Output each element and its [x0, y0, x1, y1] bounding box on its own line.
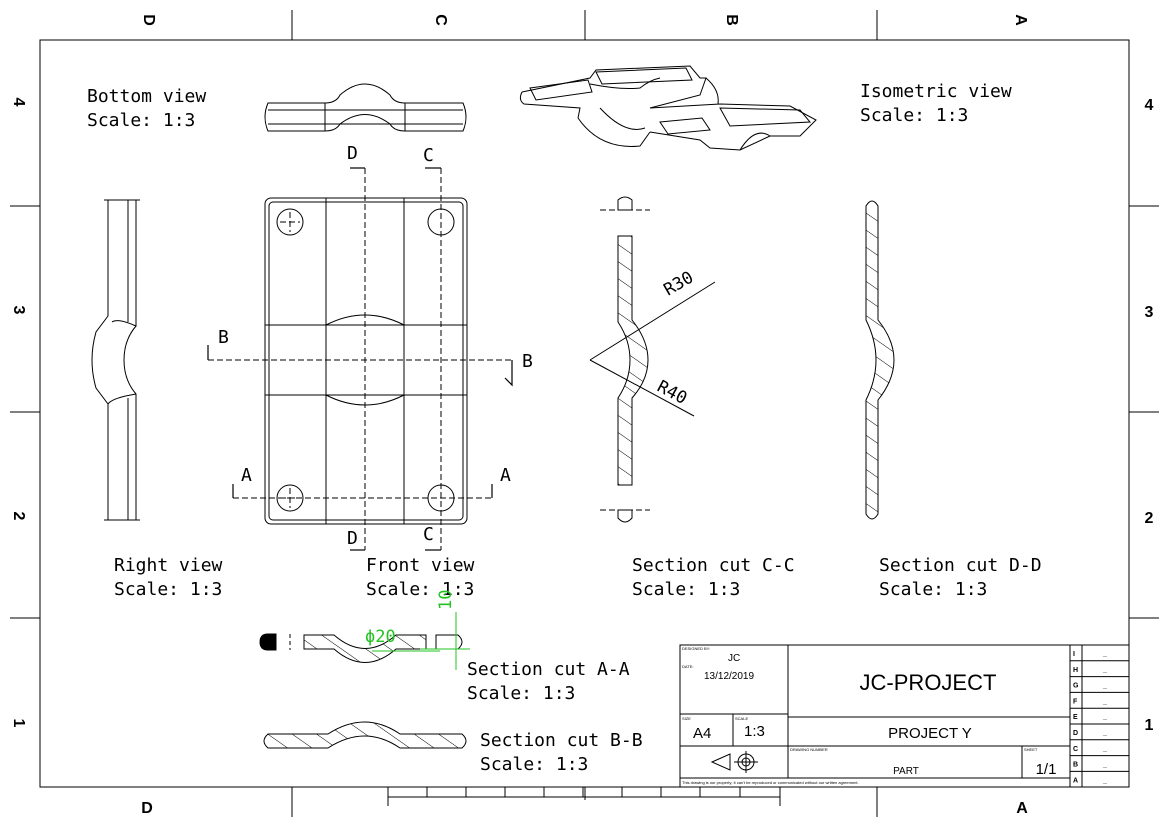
revision-value: _	[1102, 746, 1107, 753]
front-view-centerlines	[208, 168, 512, 550]
revision-value: _	[1102, 714, 1107, 721]
zone-col-a-top: A	[1012, 14, 1029, 26]
part-name: PART	[893, 766, 919, 777]
revision-value: _	[1102, 651, 1107, 658]
section-cut-markers	[207, 167, 513, 551]
zone-row-3-right: 3	[1145, 304, 1154, 321]
company-name: JC-PROJECT	[860, 670, 997, 695]
zone-row-4-left: 4	[10, 98, 27, 107]
section-dd-drawing	[865, 200, 895, 520]
drawing-number-label: DRAWING NUMBER	[790, 747, 828, 752]
front-view-title: Front view	[366, 555, 475, 576]
section-marker-d-top: D	[347, 143, 358, 164]
right-view-scale: Scale: 1:3	[114, 579, 222, 600]
front-view-drawing	[264, 197, 468, 525]
revision-letter: I	[1073, 651, 1075, 658]
revision-letter: G	[1073, 683, 1079, 690]
right-view-title: Right view	[114, 555, 223, 576]
revision-letter: A	[1073, 777, 1078, 784]
section-bb-scale: Scale: 1:3	[480, 754, 588, 775]
revision-letter: C	[1073, 746, 1078, 753]
date-label: DATE:	[682, 664, 693, 669]
section-dd-scale: Scale: 1:3	[879, 579, 987, 600]
revision-letter: E	[1073, 714, 1078, 721]
section-marker-b-right: B	[522, 351, 533, 372]
section-aa-title: Section cut A-A	[467, 659, 630, 680]
zone-col-a-bottom: A	[1016, 800, 1028, 817]
revision-letter: D	[1073, 730, 1078, 737]
bottom-view-scale: Scale: 1:3	[87, 110, 195, 131]
isometric-view-scale: Scale: 1:3	[860, 105, 968, 126]
isometric-view-drawing	[519, 65, 817, 151]
front-view-scale: Scale: 1:3	[366, 579, 474, 600]
revision-value: _	[1102, 667, 1107, 674]
zone-row-3-left: 3	[10, 306, 27, 315]
zone-col-d-top: D	[140, 14, 157, 26]
zone-col-d-bottom: D	[141, 800, 153, 817]
section-dd-title: Section cut D-D	[879, 555, 1042, 576]
revision-letter: B	[1073, 762, 1078, 769]
scale-value: 1:3	[744, 723, 765, 740]
right-view-drawing	[91, 199, 140, 521]
size-value: A4	[693, 725, 711, 742]
zone-row-1-right: 1	[1145, 717, 1154, 734]
title-block	[679, 644, 1130, 788]
designed-by-label: DESIGNED BY:	[682, 646, 710, 651]
revision-value: _	[1102, 683, 1107, 690]
bottom-view-drawing	[264, 83, 467, 132]
disclaimer-text: This drawing is our property; it can't b…	[682, 780, 859, 785]
section-aa-scale: Scale: 1:3	[467, 683, 575, 704]
section-cc-title: Section cut C-C	[632, 555, 795, 576]
section-marker-a-left: A	[241, 465, 252, 486]
sheet-frame	[10, 10, 1159, 817]
revision-value: _	[1102, 762, 1107, 769]
dim-r30: R30	[661, 268, 698, 301]
revision-value: _	[1102, 730, 1107, 737]
revision-table: I _ H _ G _ F _ E _ D _ C _ B _ A _	[1073, 651, 1107, 784]
section-bb-drawing	[263, 721, 467, 749]
zone-row-2-left: 2	[10, 512, 27, 521]
dim-dia20: ϕ20	[365, 627, 396, 647]
zone-col-c-top: C	[432, 14, 449, 26]
section-cc-drawing	[589, 196, 716, 523]
revision-value: _	[1102, 698, 1107, 705]
section-aa-drawing	[259, 612, 470, 670]
dim-10: 10	[436, 590, 456, 610]
zone-col-b-top: B	[723, 14, 740, 26]
section-marker-c-bottom: C	[423, 524, 434, 545]
section-cc-scale: Scale: 1:3	[632, 579, 740, 600]
isometric-view-title: Isometric view	[860, 81, 1012, 102]
section-marker-d-bottom: D	[347, 528, 358, 549]
revision-letter: H	[1073, 667, 1078, 674]
zone-row-1-left: 1	[10, 719, 27, 728]
size-label: SIZE	[682, 716, 691, 721]
dim-r40: R40	[654, 377, 691, 409]
zone-row-4-right: 4	[1145, 97, 1154, 114]
revision-letter: F	[1073, 698, 1078, 705]
bottom-view-title: Bottom view	[87, 86, 206, 107]
project-name: PROJECT Y	[888, 725, 972, 742]
section-marker-b-left: B	[218, 327, 229, 348]
section-marker-a-right: A	[500, 465, 511, 486]
projection-symbol-icon	[710, 751, 758, 773]
scale-label: SCALE	[735, 716, 748, 721]
zone-row-2-right: 2	[1145, 510, 1154, 527]
zone-markers: D C B A D A 4 3 2 1 4 3 2 1	[10, 14, 1154, 817]
date-value: 13/12/2019	[704, 671, 754, 682]
section-bb-title: Section cut B-B	[480, 730, 643, 751]
sheet-value: 1/1	[1036, 761, 1057, 778]
section-marker-c-top: C	[423, 145, 434, 166]
designer-name: JC	[728, 653, 740, 664]
revision-value: _	[1102, 777, 1107, 784]
sheet-label: SHEET	[1024, 747, 1038, 752]
